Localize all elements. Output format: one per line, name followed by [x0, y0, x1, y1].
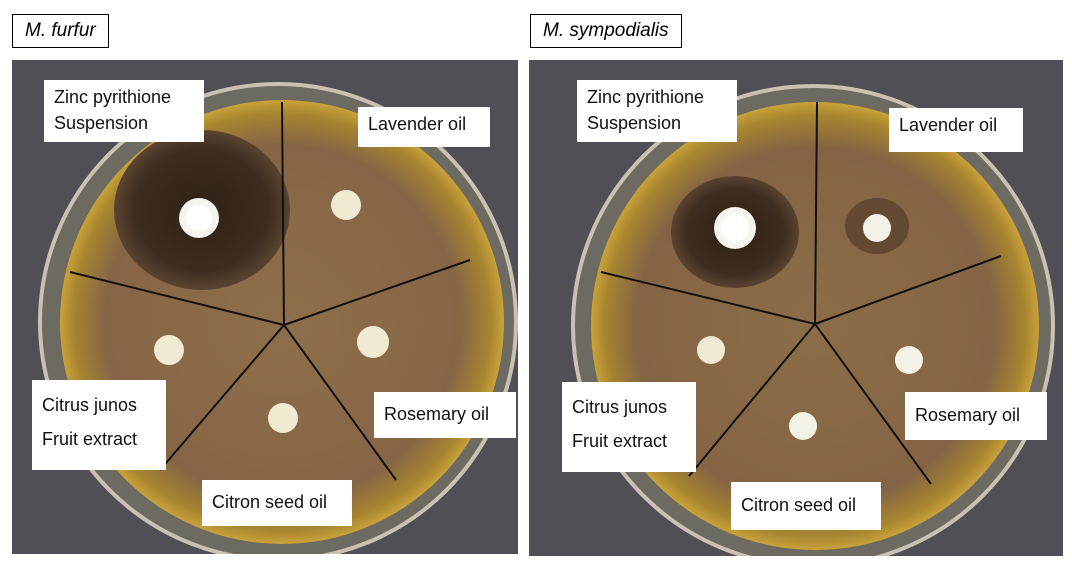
label-zinc: Zinc pyrithione Suspension: [577, 80, 737, 142]
label-citrus: Citrus junos Fruit extract: [562, 382, 696, 472]
disc-citron: [789, 412, 817, 440]
panel-m-furfur: M. furfur: [0, 0, 520, 569]
label-citrus: Citrus junos Fruit extract: [32, 380, 166, 470]
label-rosemary: Rosemary oil: [374, 392, 516, 438]
panel-m-sympodialis: M. sympodialis: [527, 0, 1067, 569]
sector-lines: [600, 101, 1002, 485]
disc-rosemary: [895, 346, 923, 374]
disc-citron: [268, 403, 298, 433]
sector-lines: [69, 101, 471, 481]
organism-title: M. furfur: [12, 14, 109, 48]
disc-citrus: [154, 335, 184, 365]
label-citron: Citron seed oil: [731, 482, 881, 530]
organism-title-text: M. sympodialis: [543, 20, 669, 41]
disc-lavender: [863, 214, 891, 242]
disc-lavender: [331, 190, 361, 220]
label-zinc: Zinc pyrithione Suspension: [44, 80, 204, 142]
label-lavender: Lavender oil: [358, 107, 490, 147]
label-rosemary: Rosemary oil: [905, 392, 1047, 440]
disc-rosemary: [357, 326, 389, 358]
label-citron: Citron seed oil: [202, 480, 352, 526]
label-lavender: Lavender oil: [889, 108, 1023, 152]
organism-title-text: M. furfur: [25, 20, 96, 41]
organism-title: M. sympodialis: [530, 14, 682, 48]
disc-citrus: [697, 336, 725, 364]
petri-dish-photo: [529, 60, 1063, 556]
